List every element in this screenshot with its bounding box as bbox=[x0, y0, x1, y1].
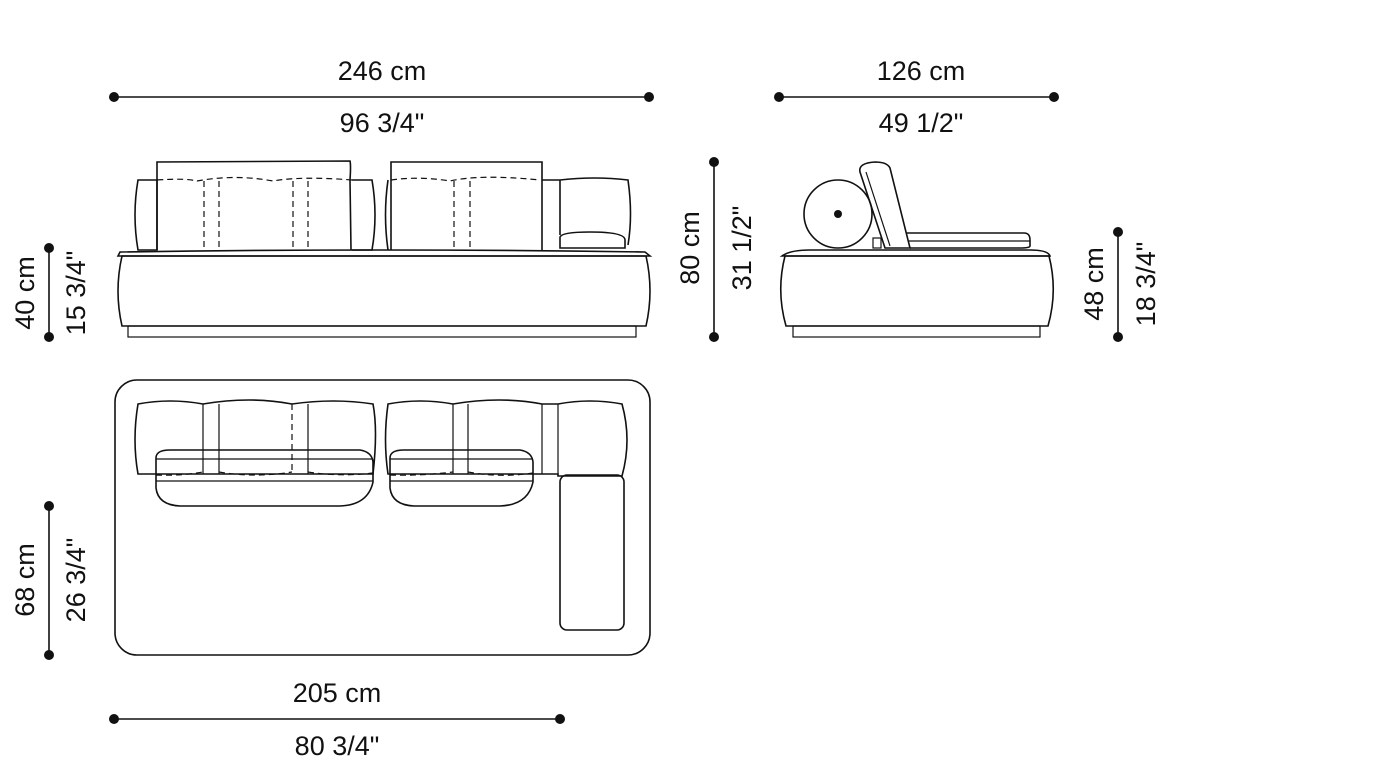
seat-depth-cm-label: 68 cm bbox=[10, 543, 40, 617]
total-height-cm-label: 80 cm bbox=[675, 211, 705, 285]
side-seat-height-in-label: 18 3/4" bbox=[1131, 241, 1161, 327]
dimension-line-seat-depth bbox=[44, 501, 54, 660]
side-view bbox=[779, 161, 1055, 338]
side-seat-height-cm-label: 48 cm bbox=[1079, 247, 1109, 321]
dimension-line-seat-width bbox=[109, 714, 565, 724]
front-view bbox=[116, 160, 653, 338]
side-depth-in-label: 49 1/2" bbox=[878, 108, 964, 138]
dimension-line-front-width bbox=[109, 92, 654, 102]
total-height-in-label: 31 1/2" bbox=[727, 205, 757, 291]
dimension-line-side-depth bbox=[774, 92, 1059, 102]
seat-width-cm-label: 205 cm bbox=[292, 678, 382, 708]
side-depth-cm-label: 126 cm bbox=[876, 56, 966, 86]
front-seat-height-cm-label: 40 cm bbox=[10, 256, 40, 330]
front-width-cm-label: 246 cm bbox=[337, 56, 427, 86]
seat-depth-in-label: 26 3/4" bbox=[61, 537, 91, 623]
dimension-line-total-height bbox=[709, 157, 719, 342]
front-seat-height-in-label: 15 3/4" bbox=[61, 250, 91, 336]
seat-width-in-label: 80 3/4" bbox=[294, 731, 380, 761]
dimension-line-side-seat-height bbox=[1113, 227, 1123, 342]
top-view bbox=[114, 379, 651, 656]
front-width-in-label: 96 3/4" bbox=[339, 108, 425, 138]
dimension-line-front-seat-height bbox=[44, 243, 54, 342]
